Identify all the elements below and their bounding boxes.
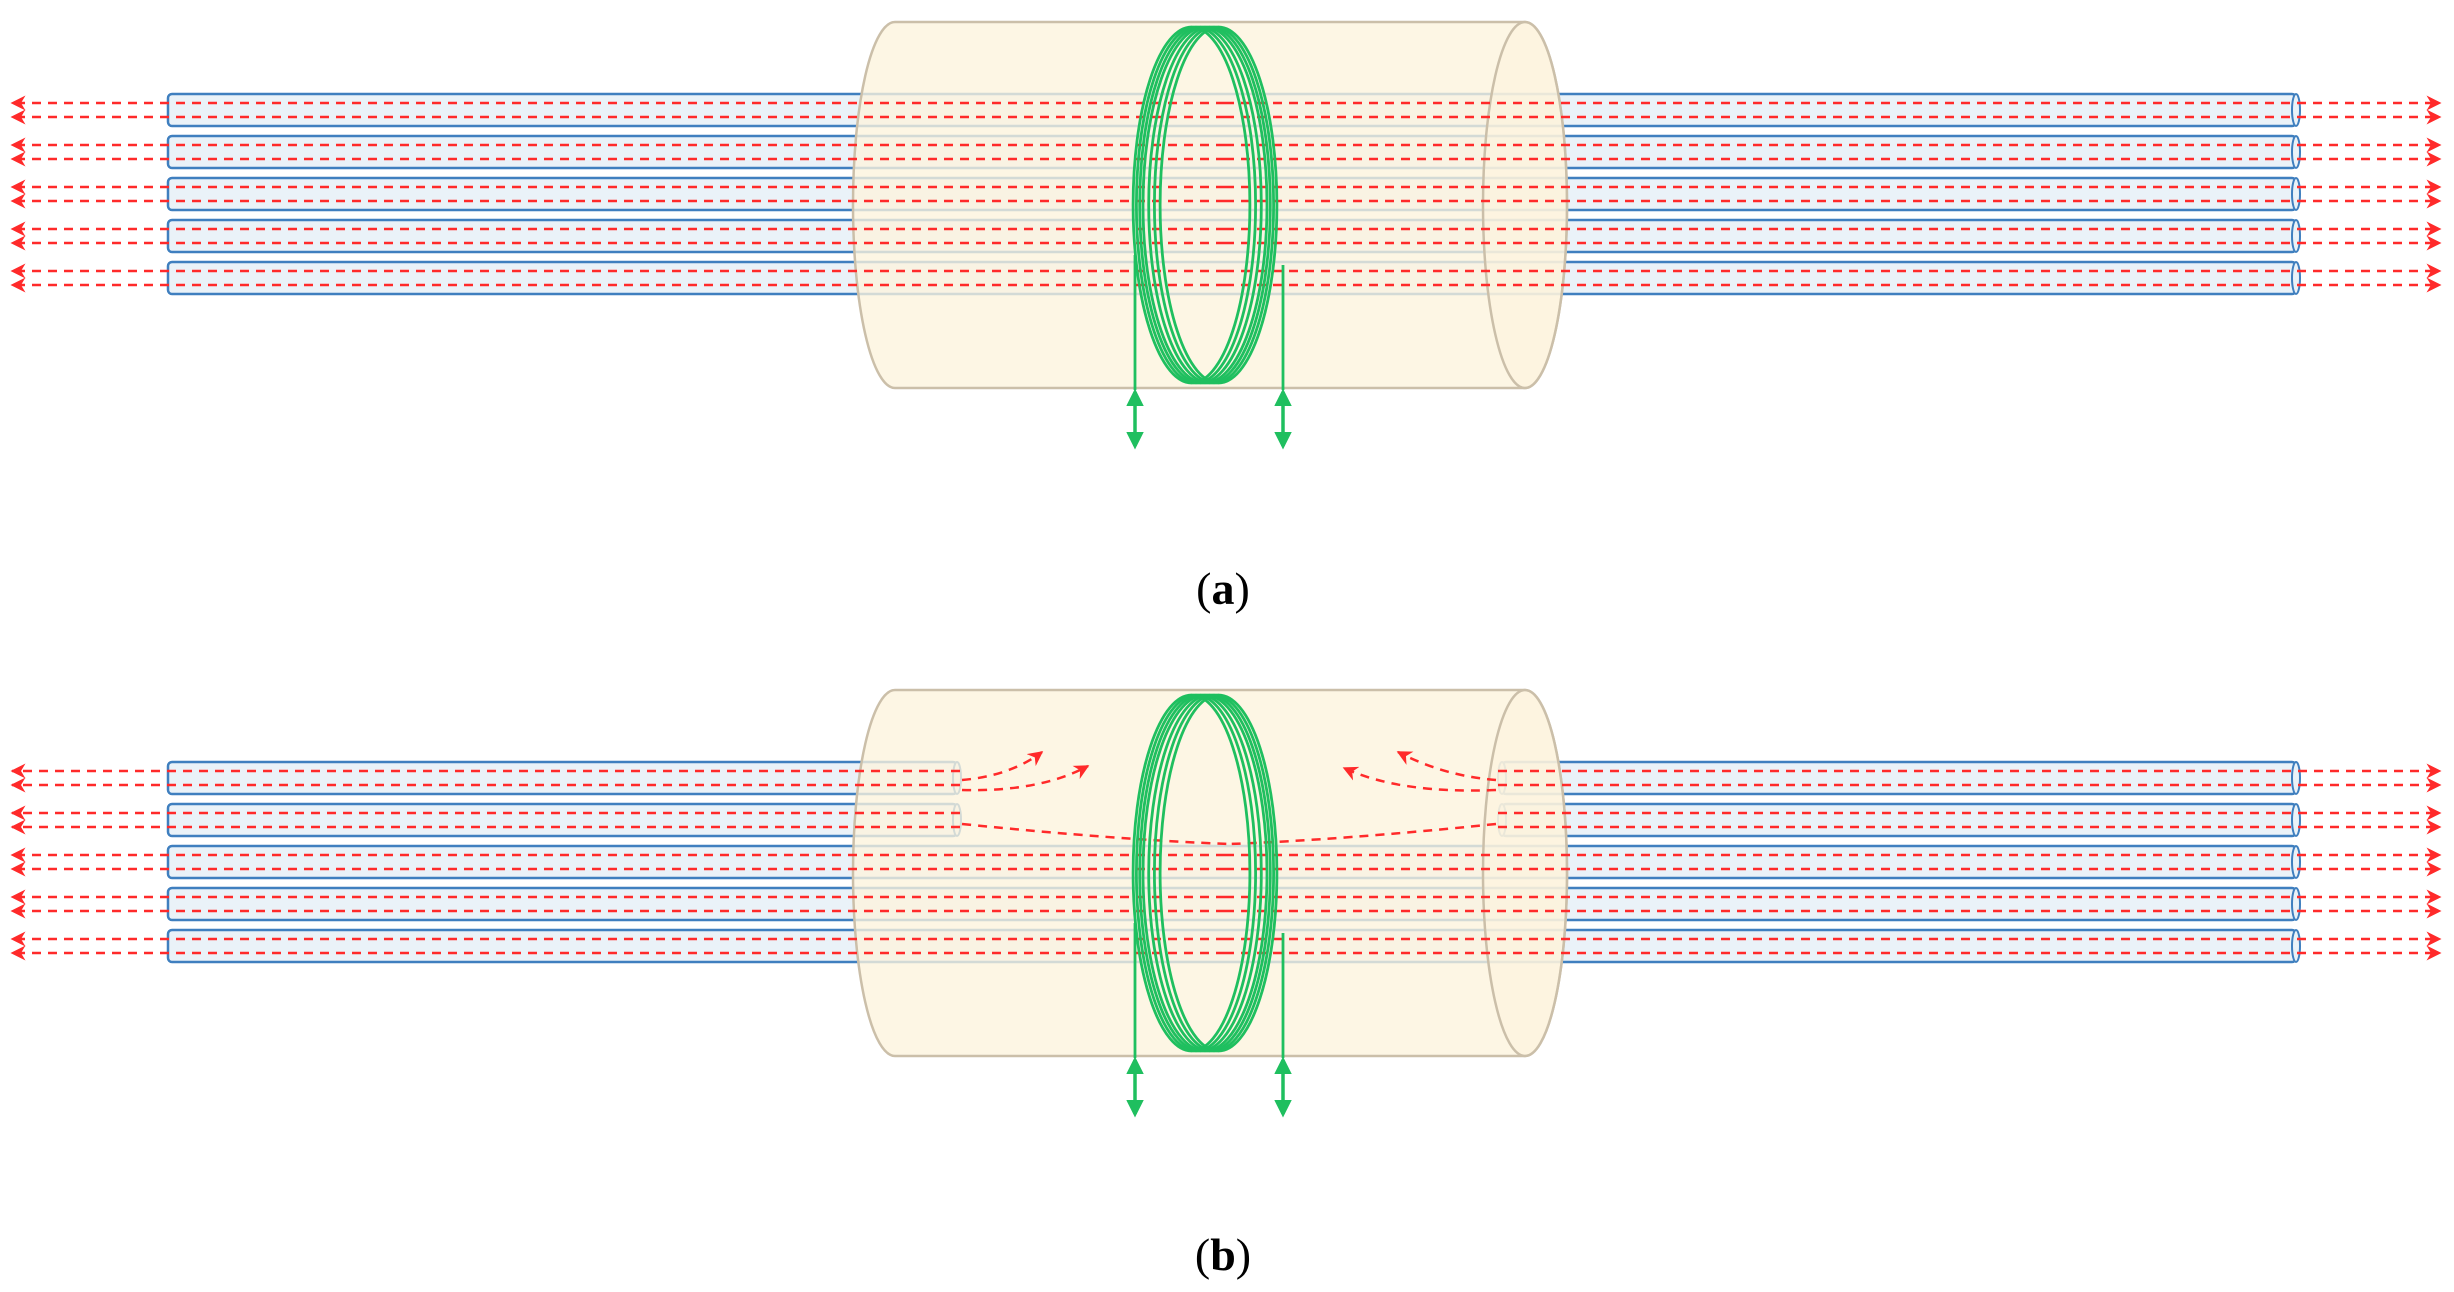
panel-b-caption-letter: b [1210, 1229, 1236, 1280]
broken-fiber-right [1500, 760, 2298, 796]
fiber-end-face [2291, 803, 2301, 837]
scattered-light-arrow [1342, 766, 1497, 792]
coil [1126, 693, 1292, 1118]
panel-a [10, 20, 2442, 450]
panel-b-caption: (b) [1195, 1229, 1251, 1280]
scattered-light-arrow [1229, 822, 1497, 846]
fiber-end-face [2291, 219, 2301, 253]
panel-a-caption: (a) [1196, 563, 1250, 614]
sleeve-cylinder [851, 688, 1569, 1058]
fiber-end-face [2291, 261, 2301, 295]
coil [1126, 25, 1292, 450]
sleeve-cylinder [851, 20, 1569, 390]
sleeve-body [851, 688, 1569, 1058]
fiber-end-face [2291, 761, 2301, 795]
fiber-end-face [2291, 93, 2301, 127]
panel-b [10, 688, 2442, 1118]
scattered-light-arrow [1396, 750, 1497, 782]
panel-a-caption-letter: a [1212, 563, 1235, 614]
fiber-end-face [2291, 887, 2301, 921]
fiber-end-face [2291, 177, 2301, 211]
scattered-light-arrow [961, 822, 1231, 846]
broken-fiber-right [1500, 802, 2298, 838]
broken-fiber-left [166, 760, 959, 796]
coil-turn [1158, 25, 1279, 385]
sleeve-end-face [1481, 20, 1569, 390]
light-paths [10, 95, 2442, 293]
sleeve-end-face [1481, 688, 1569, 1058]
scattered-light-arrow [961, 764, 1090, 792]
fiber-end-face [2291, 845, 2301, 879]
light-paths [10, 750, 2442, 961]
broken-fiber-left [166, 802, 959, 838]
fiber-end-face [2291, 135, 2301, 169]
fiber-end-face [2291, 929, 2301, 963]
coil-turn [1158, 693, 1279, 1053]
sleeve-body [851, 20, 1569, 390]
